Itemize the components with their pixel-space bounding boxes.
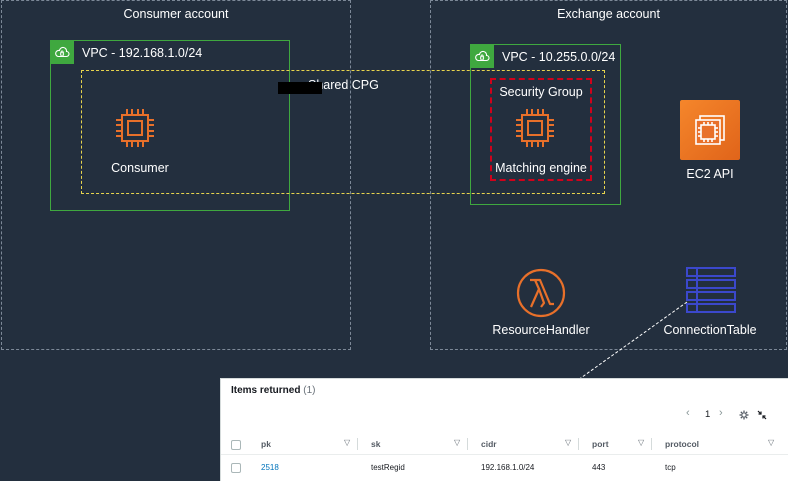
ec2-instance-icon bbox=[116, 109, 154, 147]
column-divider bbox=[467, 438, 468, 450]
cell-pk[interactable]: 2518 bbox=[261, 463, 279, 472]
sort-icon[interactable]: ▽ bbox=[454, 438, 461, 447]
row-checkbox[interactable] bbox=[231, 463, 241, 473]
dynamodb-table-icon bbox=[686, 267, 736, 313]
exchange-vpc-title: VPC - 10.255.0.0/24 bbox=[502, 50, 616, 64]
matching-engine-label: Matching engine bbox=[495, 161, 587, 175]
cell-protocol: tcp bbox=[665, 463, 676, 472]
consumer-vpc-title: VPC - 192.168.1.0/24 bbox=[82, 46, 203, 60]
gear-icon[interactable] bbox=[739, 410, 749, 420]
security-group-label: Security Group bbox=[499, 85, 583, 99]
exchange-vpc: VPC - 10.255.0.0/24 bbox=[470, 44, 621, 205]
cell-port: 443 bbox=[592, 463, 606, 472]
shared-cpg-box bbox=[81, 70, 605, 194]
vpc-cloud-icon bbox=[50, 40, 74, 64]
ec2-api-label: EC2 API bbox=[686, 167, 734, 181]
column-header-port[interactable]: port bbox=[592, 439, 609, 449]
consumer-account-box: Consumer account bbox=[1, 0, 351, 350]
connection-table-label: ConnectionTable bbox=[663, 323, 757, 337]
sort-icon[interactable]: ▽ bbox=[768, 438, 775, 447]
column-header-cidr[interactable]: cidr bbox=[481, 439, 497, 449]
items-panel-title: Items returned (1) bbox=[231, 385, 315, 396]
consumer-account-title: Consumer account bbox=[123, 7, 229, 21]
items-title: Items returned bbox=[231, 385, 301, 396]
exchange-account-box: Exchange account bbox=[430, 0, 787, 350]
items-panel: Items returned (1) ‹ 1 › pk ▽ sk ▽ cidr … bbox=[220, 378, 788, 481]
column-divider bbox=[578, 438, 579, 450]
column-header-pk[interactable]: pk bbox=[261, 439, 271, 449]
cell-sk: testRegid bbox=[371, 463, 405, 472]
consumer-label: Consumer bbox=[111, 161, 169, 175]
select-all-checkbox[interactable] bbox=[231, 440, 241, 450]
column-divider bbox=[651, 438, 652, 450]
column-header-sk[interactable]: sk bbox=[371, 439, 381, 449]
sort-icon[interactable]: ▽ bbox=[565, 438, 572, 447]
column-divider bbox=[357, 438, 358, 450]
exchange-account-title: Exchange account bbox=[557, 7, 660, 21]
redaction-bar bbox=[278, 82, 322, 94]
resource-handler-label: ResourceHandler bbox=[492, 323, 590, 337]
security-group-box bbox=[490, 78, 592, 181]
sort-icon[interactable]: ▽ bbox=[344, 438, 351, 447]
sort-icon[interactable]: ▽ bbox=[638, 438, 645, 447]
collapse-icon[interactable] bbox=[757, 410, 767, 420]
shared-cpg-label: Shared CPG bbox=[308, 78, 379, 92]
page-number[interactable]: 1 bbox=[705, 409, 711, 420]
chevron-left-icon[interactable]: ‹ bbox=[686, 407, 690, 419]
vpc-cloud-icon bbox=[470, 44, 494, 68]
ec2-icon bbox=[680, 100, 740, 160]
chevron-right-icon[interactable]: › bbox=[719, 407, 723, 419]
column-header-protocol[interactable]: protocol bbox=[665, 439, 699, 449]
connector-line bbox=[577, 301, 688, 381]
table-header-row: pk ▽ sk ▽ cidr ▽ port ▽ protocol ▽ bbox=[221, 434, 788, 455]
lambda-icon bbox=[516, 268, 566, 318]
ec2-instance-icon bbox=[516, 109, 554, 147]
items-count: (1) bbox=[303, 385, 316, 396]
consumer-vpc: VPC - 192.168.1.0/24 bbox=[50, 40, 290, 211]
cell-cidr: 192.168.1.0/24 bbox=[481, 463, 535, 472]
